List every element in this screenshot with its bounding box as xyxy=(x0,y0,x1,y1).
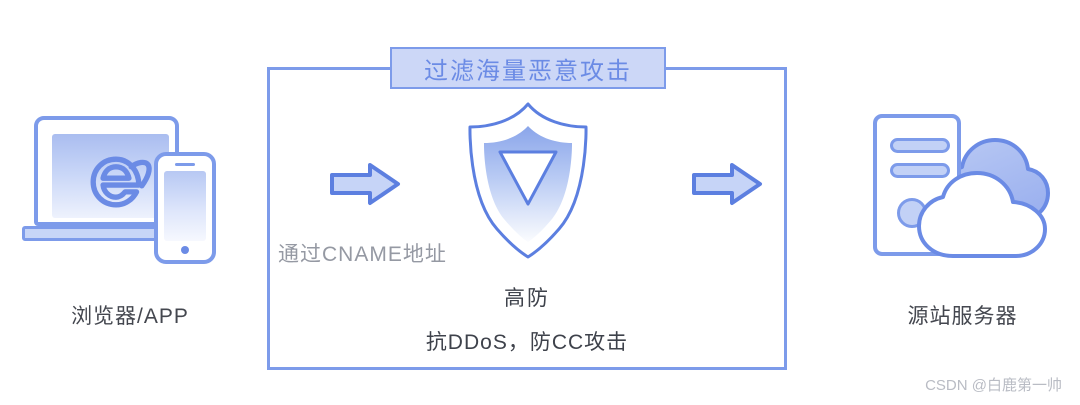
right-node-origin-server: 源站服务器 xyxy=(855,108,1070,338)
internet-explorer-logo xyxy=(90,156,152,208)
protection-service-subtitle: 抗DDoS，防CC攻击 xyxy=(425,331,629,354)
arrow-right-icon-left xyxy=(330,163,400,205)
left-node-label: 浏览器/APP xyxy=(71,305,189,328)
browser-app-illustration xyxy=(20,108,240,268)
origin-server-illustration xyxy=(855,108,1070,268)
phone-speaker xyxy=(175,163,195,166)
server-bar xyxy=(890,138,950,153)
right-node-label: 源站服务器 xyxy=(907,305,1018,328)
server-bar xyxy=(890,163,950,178)
cloud-front-icon xyxy=(917,171,1047,258)
phone-screen xyxy=(164,171,206,241)
watermark-text: CSDN @白鹿第一帅 xyxy=(925,377,1062,394)
phone-home-button xyxy=(181,246,189,254)
left-node-browser-app: 浏览器/APP xyxy=(20,108,240,338)
arrow-right-icon-right xyxy=(692,163,762,205)
protection-service-name: 高防 xyxy=(504,287,550,310)
smartphone-icon xyxy=(154,152,216,264)
cname-address-label: 通过CNAME地址 xyxy=(278,243,447,266)
shield-icon xyxy=(468,102,588,259)
protection-title-badge: 过滤海量恶意攻击 xyxy=(390,47,666,89)
